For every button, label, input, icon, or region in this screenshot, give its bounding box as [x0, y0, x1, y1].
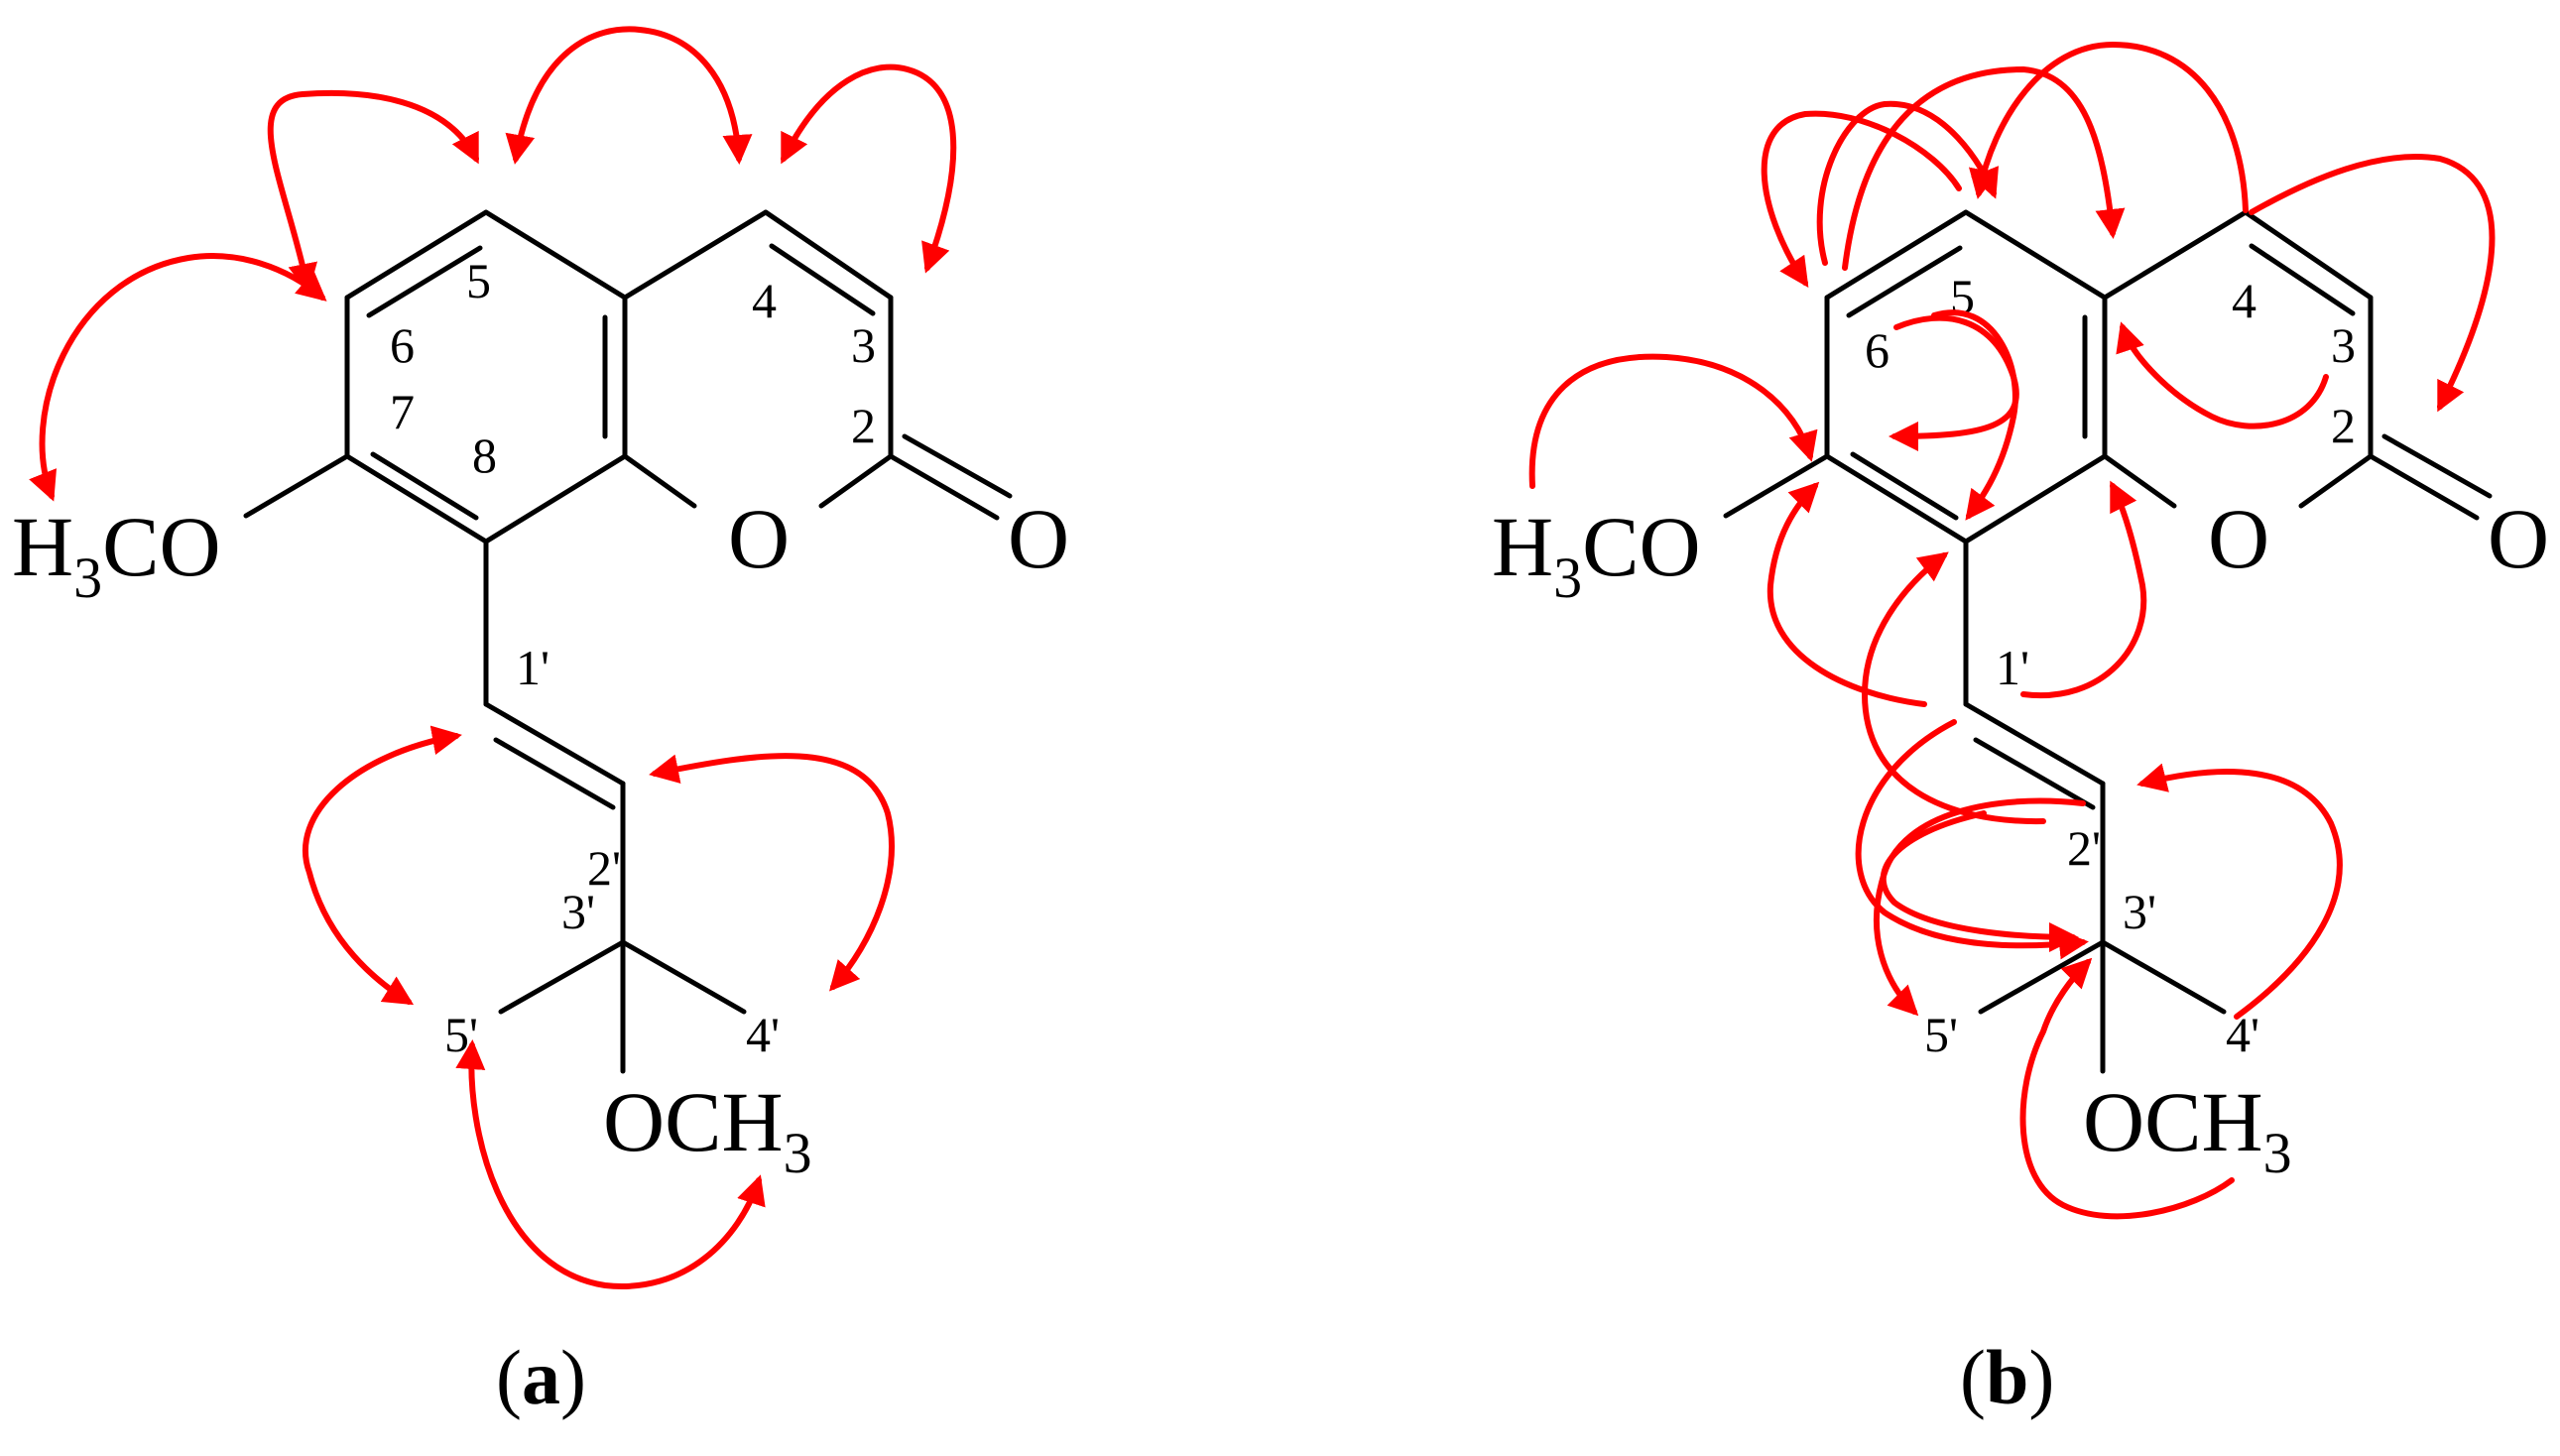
arrow-h4prime-c2prime	[2136, 763, 2343, 1020]
ring-oxygen-label: O	[728, 491, 790, 586]
locant-3: 3	[2331, 317, 2356, 373]
arrow-h6-c4a	[1842, 65, 2126, 271]
och3-label: OCH3	[603, 1074, 812, 1185]
och3-label: OCH3	[2083, 1074, 2292, 1185]
arrow-h5prime-c3prime	[1880, 810, 2079, 952]
arrow-h1prime-c8a	[2020, 480, 2147, 699]
locant-6: 6	[390, 317, 415, 373]
arrow-h1prime-h5prime	[302, 725, 462, 1006]
panel-a-bonds	[243, 209, 1013, 1074]
locant-1prime: 1'	[516, 640, 549, 695]
locant-6: 6	[1865, 322, 1890, 378]
locant-3: 3	[851, 317, 876, 373]
locant-4: 4	[752, 273, 777, 328]
locant-2prime: 2'	[2067, 820, 2101, 876]
locant-1prime: 1'	[1996, 640, 2029, 695]
panel-b-locants: 5 6 4 3 2 1' 2' 3' 4' 5'	[1865, 269, 2356, 1062]
arrow-och3-h6	[29, 253, 327, 502]
locant-2: 2	[2331, 398, 2356, 453]
panel-b-atom-labels: H3CO O O OCH3	[1492, 491, 2549, 1185]
locant-2: 2	[851, 398, 876, 453]
h3co-label: H3CO	[1492, 499, 1701, 610]
arrow-h5-h4	[505, 26, 753, 165]
panel-a-atom-labels: H3CO O O OCH3	[12, 491, 1069, 1185]
arrow-h6-c8a	[1816, 100, 2000, 266]
panel-b: H3CO O O OCH3 5 6 4 3 2 1' 2' 3' 4' 5'	[1492, 41, 2549, 1420]
panel-b-bonds	[1723, 209, 2493, 1074]
panel-a-caption: (a)	[496, 1334, 586, 1420]
locant-5: 5	[466, 253, 491, 308]
panel-b-caption: (b)	[1960, 1334, 2054, 1420]
arrow-h3-c4a	[2116, 321, 2329, 429]
locant-5prime: 5'	[1924, 1007, 1958, 1062]
locant-4prime: 4'	[746, 1007, 780, 1062]
panel-a-correlation-arrows	[29, 26, 957, 1289]
arrow-h2prime-c5prime	[1874, 797, 2086, 1017]
carbonyl-oxygen-label: O	[2488, 491, 2549, 586]
panel-b-correlation-arrows	[1528, 41, 2496, 1220]
locant-8: 8	[472, 427, 497, 483]
arrow-h5-c8	[1931, 309, 2018, 521]
arrow-h5-h6	[267, 89, 479, 294]
ring-oxygen-label: O	[2208, 491, 2269, 586]
locant-7: 7	[390, 384, 415, 439]
arrow-h2prime-h4prime	[649, 753, 895, 992]
panel-a: H3CO O O OCH3 5 6 7 8 4 3 2 1' 2' 3' 4' …	[12, 26, 1069, 1420]
arrow-h4-c2	[2249, 154, 2496, 413]
arrow-h6-c8	[1889, 314, 2019, 451]
carbonyl-oxygen-label: O	[1008, 491, 1069, 586]
arrow-och3-c7	[1528, 353, 1818, 489]
locant-2prime: 2'	[587, 840, 621, 896]
locant-4prime: 4'	[2226, 1007, 2259, 1062]
arrow-h5-c7	[1761, 110, 1962, 288]
locant-3prime: 3'	[561, 884, 595, 939]
arrow-h5prime-och3	[455, 1039, 766, 1289]
arrow-h4-h3	[781, 63, 957, 274]
arrow-h4-c5	[1969, 41, 2249, 213]
arrow-h1prime-c3prime	[1855, 719, 2089, 960]
h3co-label: H3CO	[12, 499, 221, 610]
locant-3prime: 3'	[2123, 884, 2156, 939]
arrow-och3-c3prime	[2019, 957, 2235, 1220]
locant-4: 4	[2232, 273, 2256, 328]
panel-a-locants: 5 6 7 8 4 3 2 1' 2' 3' 4' 5'	[390, 253, 876, 1062]
